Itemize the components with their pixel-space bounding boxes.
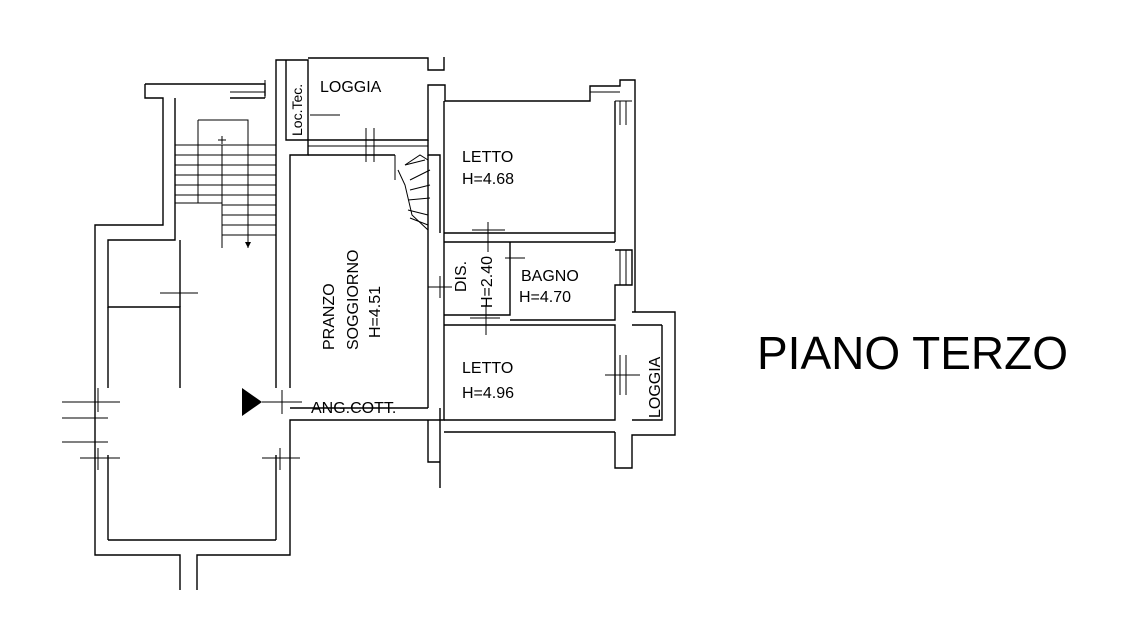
room-label-loggia-top: LOGGIA	[320, 79, 382, 96]
walls	[94, 57, 676, 590]
staircase	[175, 119, 431, 248]
opening-marks	[62, 114, 640, 470]
room-label-bagno: BAGNO	[521, 268, 579, 285]
entrance-arrow-icon	[242, 388, 262, 416]
room-label-pranzo: PRANZO	[321, 283, 338, 350]
room-label-ang-cott: ANG.COTT.	[311, 400, 396, 417]
room-height-letto-2: H=4.96	[462, 385, 514, 402]
plan-title: PIANO TERZO	[757, 327, 1068, 379]
room-height-dis: H=2.40	[479, 256, 496, 308]
room-label-loc-tec: Loc.Tec.	[289, 84, 305, 136]
room-height-letto-1: H=4.68	[462, 171, 514, 188]
room-label-dis: DIS.	[453, 261, 470, 292]
room-label-letto-1: LETTO	[462, 149, 513, 166]
room-label-letto-2: LETTO	[462, 360, 513, 377]
room-label-soggiorno: SOGGIORNO	[345, 250, 362, 350]
room-height-bagno: H=4.70	[519, 289, 571, 306]
room-height-soggiorno: H=4.51	[367, 286, 384, 338]
room-label-loggia-side: LOGGIA	[647, 356, 664, 418]
